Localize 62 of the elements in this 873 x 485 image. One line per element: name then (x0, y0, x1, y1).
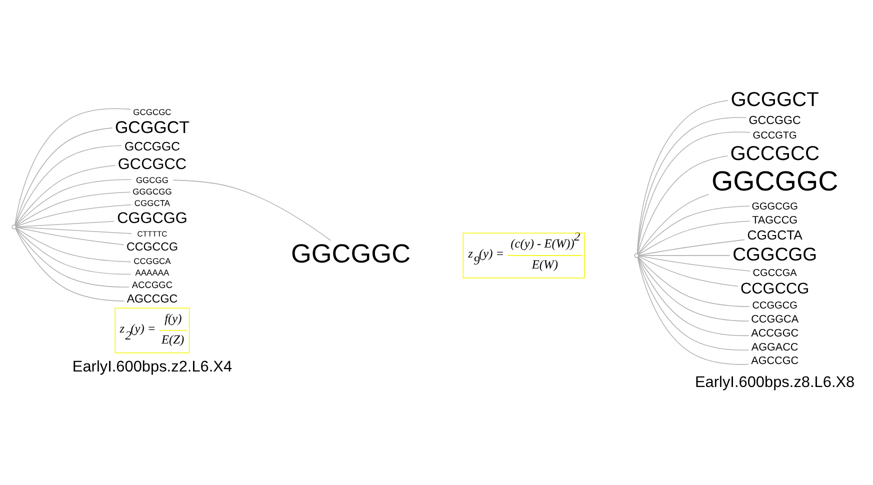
connector (638, 255, 739, 286)
connector (638, 256, 750, 336)
connector (638, 193, 710, 254)
connector (16, 220, 115, 227)
connector (16, 226, 132, 262)
connector (16, 204, 132, 226)
node-text: GGGCGG (132, 186, 172, 196)
connector (637, 99, 728, 254)
node-text: AGCCGC (126, 292, 178, 305)
connector (15, 178, 132, 226)
node-text: GGCGGC (290, 238, 411, 268)
node-text: GCCGCC (118, 156, 187, 173)
node-text: CCGGCG (752, 300, 798, 311)
connector (14, 144, 122, 226)
connector (637, 155, 728, 254)
connector (638, 254, 730, 256)
connector (638, 220, 750, 255)
connector (638, 256, 750, 307)
node-text: CGCCGA (752, 267, 797, 278)
connector (638, 238, 745, 256)
connector (638, 254, 750, 271)
node-circle (12, 224, 16, 229)
node-text: GCCGTG (752, 130, 797, 141)
node-text: CCGGCA (134, 255, 171, 266)
connector (15, 164, 116, 226)
node-text: ACCGGC (132, 280, 173, 290)
node-text: AAAAAA (135, 266, 170, 277)
node-text: GCCGGC (124, 138, 180, 153)
node-text: GCGCGC (133, 106, 172, 116)
connector (638, 205, 750, 254)
connector (14, 108, 131, 225)
node-text: CCGGCA (751, 313, 799, 326)
node-text: CGGCTA (747, 226, 802, 242)
connector (172, 179, 332, 240)
connector (15, 228, 125, 301)
node-text: CTTTTC (137, 229, 168, 238)
node-text: AGCCGC (751, 354, 799, 367)
connector (16, 226, 124, 245)
label: EarlyI.600bps.z2.L6.X4 (72, 358, 232, 375)
node-text: CGGCTA (134, 197, 170, 208)
connector (15, 227, 132, 274)
node-text: CGGCGG (117, 210, 188, 227)
node-circle (634, 252, 639, 258)
node-text: CCGCCG (126, 241, 178, 254)
node-text: GGCGGC (712, 165, 838, 196)
label: EarlyI.600bps.z8.L6.X8 (695, 373, 855, 390)
connector (16, 226, 132, 234)
node-text: ACCGGC (751, 326, 799, 339)
node-text: GCCGGC (748, 114, 801, 126)
node-text: TAGCCG (752, 214, 798, 226)
node-text: GCGGCT (730, 88, 819, 110)
node-text: GGGCGG (752, 201, 798, 212)
connector (16, 191, 131, 226)
connector (15, 227, 130, 288)
node-text: GGCGG (136, 174, 169, 184)
node-text: GCCGCC (730, 142, 820, 164)
connector (14, 127, 113, 226)
node-text: CGGCGG (732, 242, 818, 264)
node-text: AGGACC (751, 340, 798, 353)
node-text: GCGGCT (114, 118, 190, 137)
connector (638, 256, 750, 321)
node-text: CCGCCG (740, 280, 810, 297)
